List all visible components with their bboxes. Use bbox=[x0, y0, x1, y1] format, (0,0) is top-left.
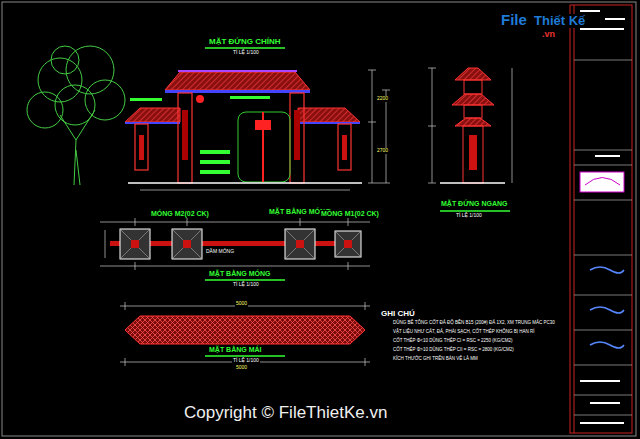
scale-note: TỈ LỆ 1/100 bbox=[232, 282, 260, 288]
scale-note: TỈ LỆ 1/100 bbox=[455, 213, 483, 219]
note-line: VẬT LIỆU NHƯ CÁT, ĐÁ, PHẢI SẠCH, CỐT THÉ… bbox=[392, 330, 536, 335]
footing-label: MÓNG M2(02 CK) bbox=[150, 210, 210, 218]
view-title: MẶT ĐỨNG NGANG bbox=[440, 200, 508, 208]
scale-note: TỈ LỆ 1/100 bbox=[232, 358, 260, 364]
notes-heading: GHI CHÚ bbox=[380, 310, 416, 319]
note-line: KÍCH THƯỚC GHI TRÊN BẢN VẼ LÀ MM bbox=[392, 357, 479, 362]
logo-text: .vn bbox=[541, 30, 556, 40]
dimension: 2200 bbox=[376, 96, 389, 102]
view-title: MẶT ĐỨNG CHÍNH bbox=[208, 38, 282, 47]
note-line: CỐT THÉP Φ<10 DÙNG THÉP CI = RSC = 2250 … bbox=[392, 339, 514, 344]
logo-text: Thiết Kế bbox=[533, 14, 586, 28]
scale-note: TỈ LỆ 1/100 bbox=[232, 50, 260, 56]
watermark: Copyright © FileThietKe.vn bbox=[183, 404, 388, 423]
dimension: 2700 bbox=[376, 148, 389, 154]
beam-label: DẦM MÓNG bbox=[205, 249, 235, 255]
dimension: 5000 bbox=[235, 301, 248, 307]
view-title: MẶT BẰNG MÓNG bbox=[208, 270, 271, 278]
dimension: 5000 bbox=[235, 365, 248, 371]
note-line: DÙNG BÊ TÔNG CỐT ĐÁ ĐỘ BỀN B15 (200#) ĐÁ… bbox=[392, 321, 556, 326]
view-title: MẶT BẰNG MÁI bbox=[208, 346, 263, 354]
logo-text: File bbox=[500, 12, 528, 29]
note-line: CỐT THÉP Φ>10 DÙNG THÉP CII = RSC = 2800… bbox=[392, 348, 515, 353]
footing-label: MÓNG M1(02 CK) bbox=[320, 210, 380, 218]
